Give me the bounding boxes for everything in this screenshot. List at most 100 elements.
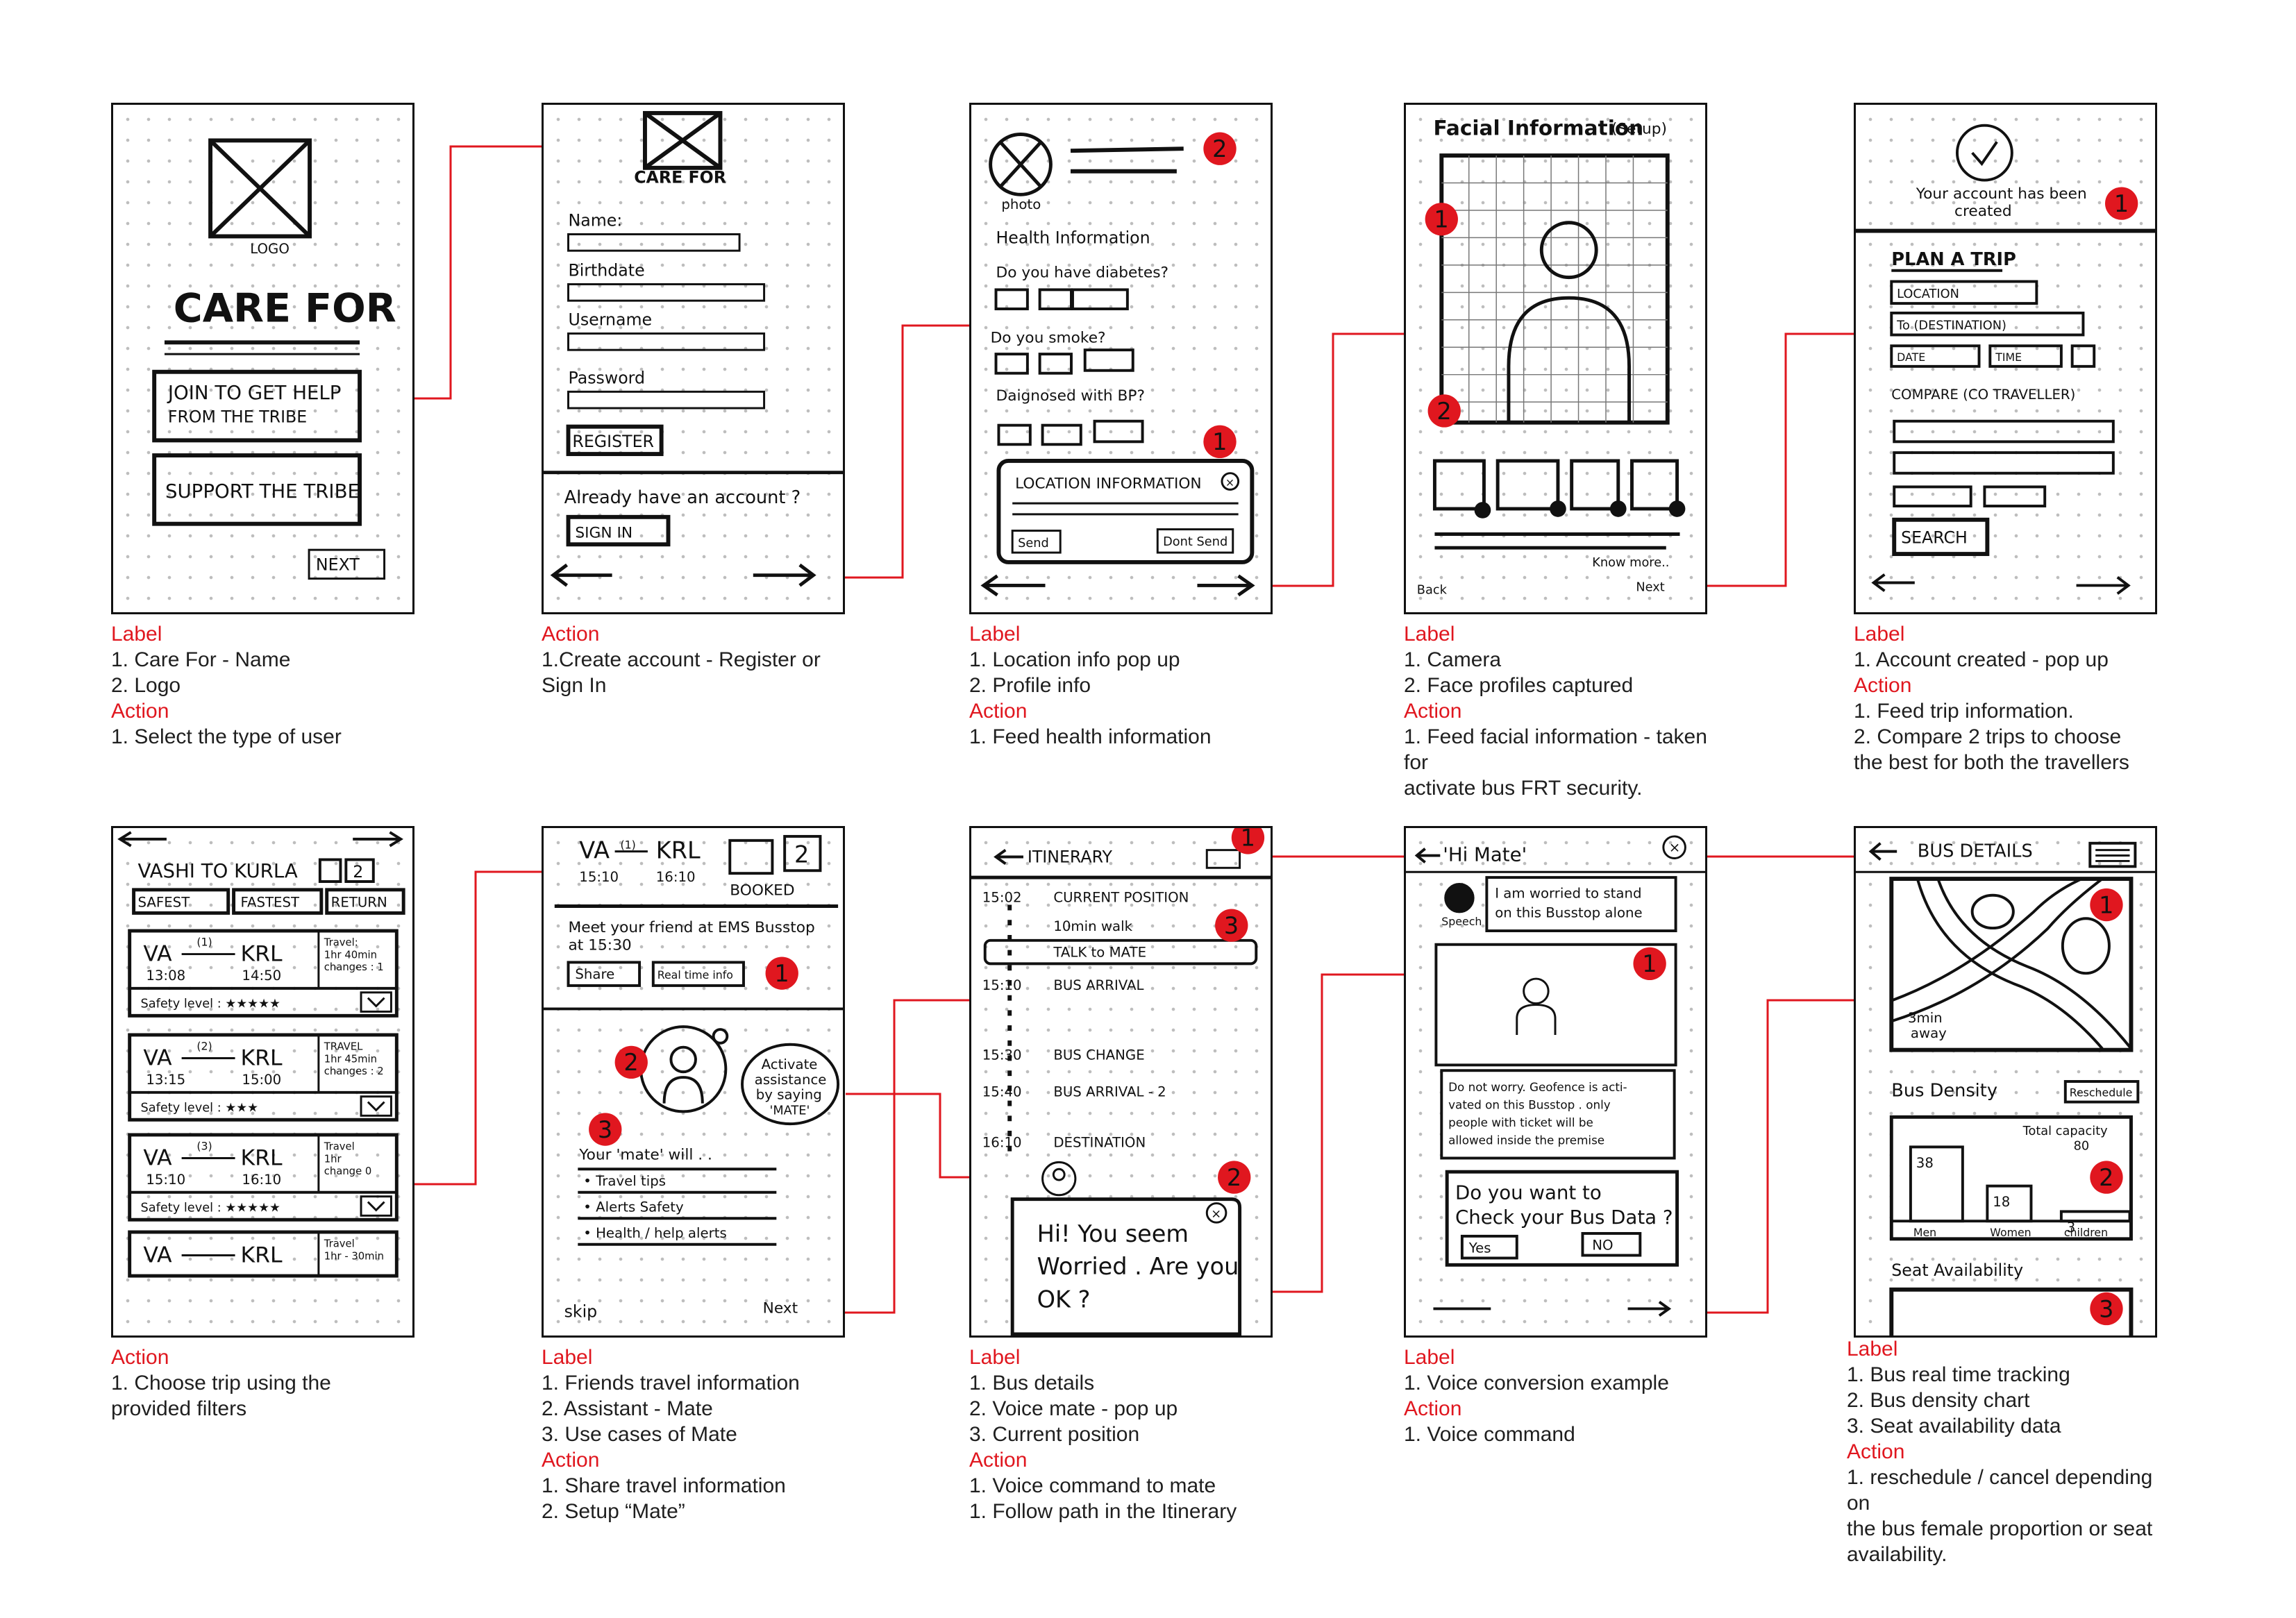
face-profile-thumbnails[interactable] — [1432, 459, 1679, 511]
expand-chevron-icon[interactable] — [360, 1195, 392, 1217]
health-info-title: Health Information — [996, 228, 1150, 247]
svg-text:2: 2 — [1436, 398, 1451, 425]
register-button[interactable]: REGISTER — [566, 424, 664, 457]
next-button[interactable]: NEXT — [308, 548, 386, 580]
screen-7-booked-trip: VA (1) KRL 15:10 16:10 2 BOOKED Meet you… — [542, 826, 845, 1338]
back-arrow-icon[interactable] — [1414, 848, 1441, 863]
location-info-popup[interactable]: LOCATION INFORMATION × Send Dont Send — [996, 458, 1255, 564]
password-field[interactable] — [567, 390, 766, 410]
expand-chevron-icon[interactable] — [360, 1095, 392, 1117]
name-field[interactable] — [567, 233, 741, 252]
camera-viewfinder[interactable] — [1439, 153, 1670, 425]
caption-heading: Action — [969, 1449, 1028, 1472]
no-button[interactable]: NO — [1581, 1231, 1642, 1257]
traveller-icon[interactable] — [2070, 344, 2096, 368]
forward-arrow-icon[interactable] — [2076, 576, 2131, 595]
itinerary-step[interactable]: TALK to MATE — [983, 938, 1258, 966]
close-icon[interactable]: × — [1205, 1202, 1227, 1224]
connector-1-2 — [410, 145, 542, 400]
filter-safest[interactable]: SAFEST — [132, 888, 231, 915]
caption-heading: Label — [1854, 623, 1905, 646]
forward-arrow-icon[interactable] — [353, 831, 403, 848]
trip-arr: 14:50 — [242, 968, 281, 984]
filter-return[interactable]: RETURN — [325, 888, 405, 915]
booked-status: BOOKED — [730, 882, 794, 900]
popup-title: LOCATION INFORMATION — [1015, 475, 1202, 492]
expand-chevron-icon[interactable] — [360, 991, 392, 1013]
dont-send-button[interactable]: Dont Send — [1156, 528, 1234, 554]
itinerary-step[interactable]: 10min walk — [1053, 918, 1132, 934]
density-value: 38 — [1916, 1155, 1934, 1171]
bus-details-icon[interactable] — [1205, 849, 1241, 869]
smoke-question: Do you smoke? — [991, 329, 1106, 346]
mate-avatar-icon[interactable] — [639, 1025, 729, 1113]
caption-line: 1. Choose trip using the — [111, 1372, 331, 1394]
caption-line: 1. Location info pop up — [969, 648, 1180, 671]
sign-in-button[interactable]: SIGN IN — [566, 514, 671, 547]
bubble-line-1: Activate — [762, 1056, 818, 1072]
back-arrow-icon[interactable] — [550, 563, 612, 587]
know-more-link[interactable]: Know more.. — [1592, 556, 1669, 570]
svg-text:1: 1 — [774, 960, 789, 987]
forward-arrow-icon[interactable] — [1627, 1300, 1672, 1317]
back-link[interactable]: Back — [1417, 583, 1448, 597]
compare-fields[interactable] — [1893, 419, 2115, 508]
popup-line-2: Worried . Are you — [1037, 1253, 1239, 1280]
next-link[interactable]: Next — [1636, 580, 1664, 594]
connector-4-5 — [1693, 332, 1854, 587]
destination-field[interactable]: To (DESTINATION) — [1890, 311, 2085, 337]
caption-line: 2. Compare 2 trips to choose — [1854, 725, 2122, 748]
user-speech-bubble: I am worried to stand on this Busstop al… — [1485, 876, 1677, 932]
share-button[interactable]: Share — [567, 961, 642, 987]
birthdate-field[interactable] — [567, 283, 766, 302]
menu-icon[interactable] — [2088, 841, 2137, 868]
voice-mate-popup[interactable]: × Hi! You seem Worried . Are you OK ? — [1010, 1197, 1242, 1335]
next-link[interactable]: Next — [763, 1299, 798, 1317]
date-field[interactable]: DATE — [1890, 344, 1981, 368]
density-category: Men — [1913, 1226, 1936, 1239]
bp-options[interactable] — [997, 419, 1144, 446]
reschedule-button[interactable]: Reschedule — [2063, 1080, 2140, 1104]
brand-name: CARE FOR — [634, 168, 726, 187]
bus-density-title: Bus Density — [1891, 1081, 1997, 1102]
birthdate-label: Birthdate — [569, 261, 645, 280]
smoke-options[interactable] — [994, 348, 1134, 375]
support-tribe-button[interactable]: SUPPORT THE TRIBE — [152, 453, 362, 526]
send-button[interactable]: Send — [1011, 530, 1062, 554]
back-arrow-icon[interactable] — [980, 574, 1046, 597]
bubble-line-4: 'MATE' — [769, 1104, 810, 1118]
forward-arrow-icon[interactable] — [1197, 574, 1255, 597]
filter-fastest[interactable]: FASTEST — [232, 888, 324, 915]
join-tribe-button[interactable]: JOIN TO GET HELP FROM THE TRIBE — [152, 369, 362, 443]
back-arrow-icon[interactable] — [1868, 842, 1897, 861]
close-icon[interactable] — [1221, 472, 1240, 491]
username-field[interactable] — [567, 332, 766, 351]
search-button[interactable]: SEARCH — [1892, 517, 1990, 557]
caption-line: availability. — [1847, 1543, 1947, 1566]
back-arrow-icon[interactable] — [117, 831, 167, 848]
back-arrow-icon[interactable] — [1871, 573, 1915, 592]
forward-arrow-icon[interactable] — [753, 563, 816, 587]
trip-from: VA — [143, 941, 172, 966]
microphone-icon[interactable] — [1444, 882, 1475, 913]
svg-text:2: 2 — [2099, 1164, 2113, 1191]
yes-button[interactable]: Yes — [1460, 1234, 1518, 1260]
real-time-info-button[interactable]: Real time info — [651, 961, 745, 987]
skip-link[interactable]: skip — [564, 1301, 598, 1321]
diabetes-options[interactable] — [994, 288, 1129, 310]
time-field[interactable]: TIME — [1988, 344, 2063, 368]
back-arrow-icon[interactable] — [994, 849, 1023, 865]
location-field[interactable]: LOCATION — [1890, 280, 2038, 305]
close-icon[interactable]: × — [1662, 835, 1686, 859]
